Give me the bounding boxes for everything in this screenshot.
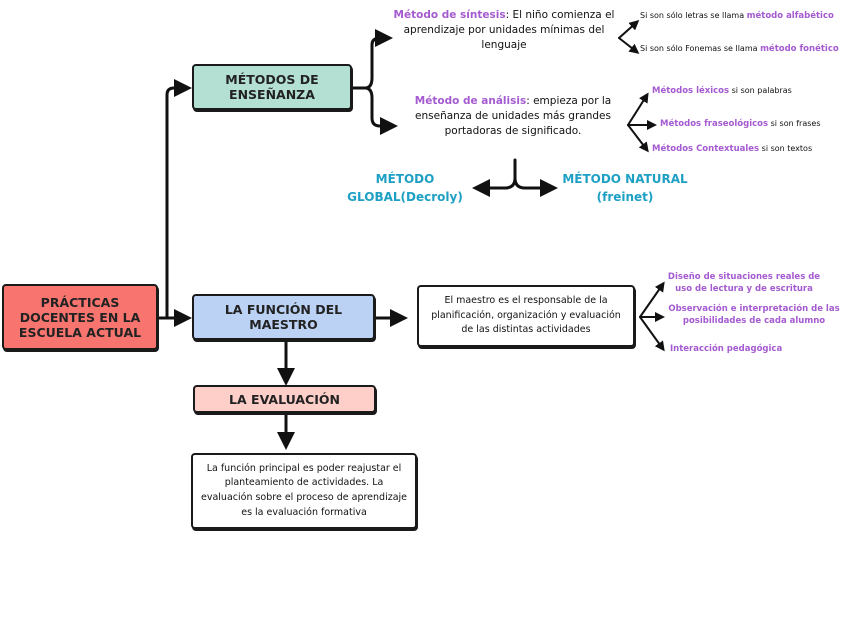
analisis-desc: : empieza por la enseñanza de unidades m… (415, 95, 612, 138)
arrow-funcion-diseno (639, 281, 665, 318)
sintesis-text: Método de síntesis: El niño comienza el … (388, 8, 620, 54)
arrow-analisis-lexicos (627, 92, 649, 126)
arrow-metodos-to-sintesis (350, 29, 393, 90)
branch-contextuales: Métodos Contextuales si son textos (652, 144, 813, 154)
branch-lexicos: Métodos léxicos si son palabras (652, 86, 792, 96)
evaluacion-label: LA EVALUACIÓN (229, 391, 340, 407)
branch-alfabetico: Si son sólo letras se llama método alfab… (640, 11, 834, 21)
metodos-node[interactable]: MÉTODOS DE ENSEÑANZA (192, 64, 352, 110)
root-node[interactable]: PRÁCTICAS DOCENTES EN LA ESCUELA ACTUAL (2, 284, 158, 350)
metodo-natural: MÉTODO NATURAL (freinet) (562, 172, 688, 204)
root-label: PRÁCTICAS DOCENTES EN LA ESCUELA ACTUAL (18, 294, 142, 340)
metodos-label: MÉTODOS DE ENSEÑANZA (225, 72, 319, 102)
funcion-label: LA FUNCIÓN DEL MAESTRO (224, 302, 343, 332)
sintesis-title: Método de síntesis (393, 9, 506, 21)
funcion-node[interactable]: LA FUNCIÓN DEL MAESTRO (192, 294, 375, 340)
branch-fraseologicos: Métodos fraseológicos si son frases (660, 119, 821, 129)
funcion-branch-diseno: Diseño de situaciones reales de uso de l… (667, 272, 821, 295)
arrow-to-natural (513, 176, 558, 197)
arrow-metodos-to-analisis (363, 86, 398, 135)
evaluacion-note: La función principal es poder reajustar … (191, 453, 417, 529)
metodo-global: MÉTODO GLOBAL(Decroly) (347, 172, 463, 204)
funcion-note: El maestro es el responsable de la plani… (417, 285, 635, 347)
funcion-branch-observacion: Observación e interpretación de las posi… (668, 304, 840, 327)
arrow-sintesis-fonetico (618, 37, 640, 54)
arrow-to-global (472, 158, 517, 197)
sintesis-desc: : El niño comienza el aprendizaje por un… (403, 9, 615, 52)
arrow-analisis-contextuales (627, 124, 649, 153)
arrow-root-to-metodos (158, 79, 192, 320)
branch-fonetico: Si son sólo Fonemas se llama método foné… (640, 44, 839, 54)
analisis-title: Método de análisis (414, 95, 527, 107)
arrow-funcion-interaccion (639, 316, 665, 352)
term-fonetico: método fonético (760, 44, 839, 54)
funcion-branch-interaccion: Interacción pedagógica (670, 344, 783, 354)
term-alfabetico: método alfabético (746, 11, 834, 21)
analisis-text: Método de análisis: empieza por la enseñ… (398, 94, 628, 140)
evaluacion-node[interactable]: LA EVALUACIÓN (193, 385, 376, 413)
arrow-sintesis-alfabetico (618, 20, 640, 39)
